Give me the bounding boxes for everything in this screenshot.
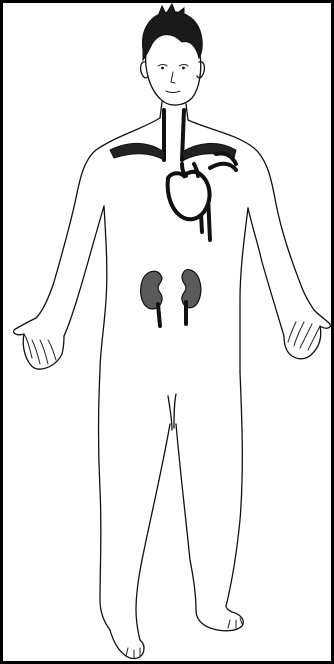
heart [168,164,210,219]
right-hand [284,310,330,359]
head [141,52,205,105]
left-hand [14,318,64,369]
hair [142,4,202,60]
right-foot [196,606,243,631]
kidneys [141,269,201,326]
